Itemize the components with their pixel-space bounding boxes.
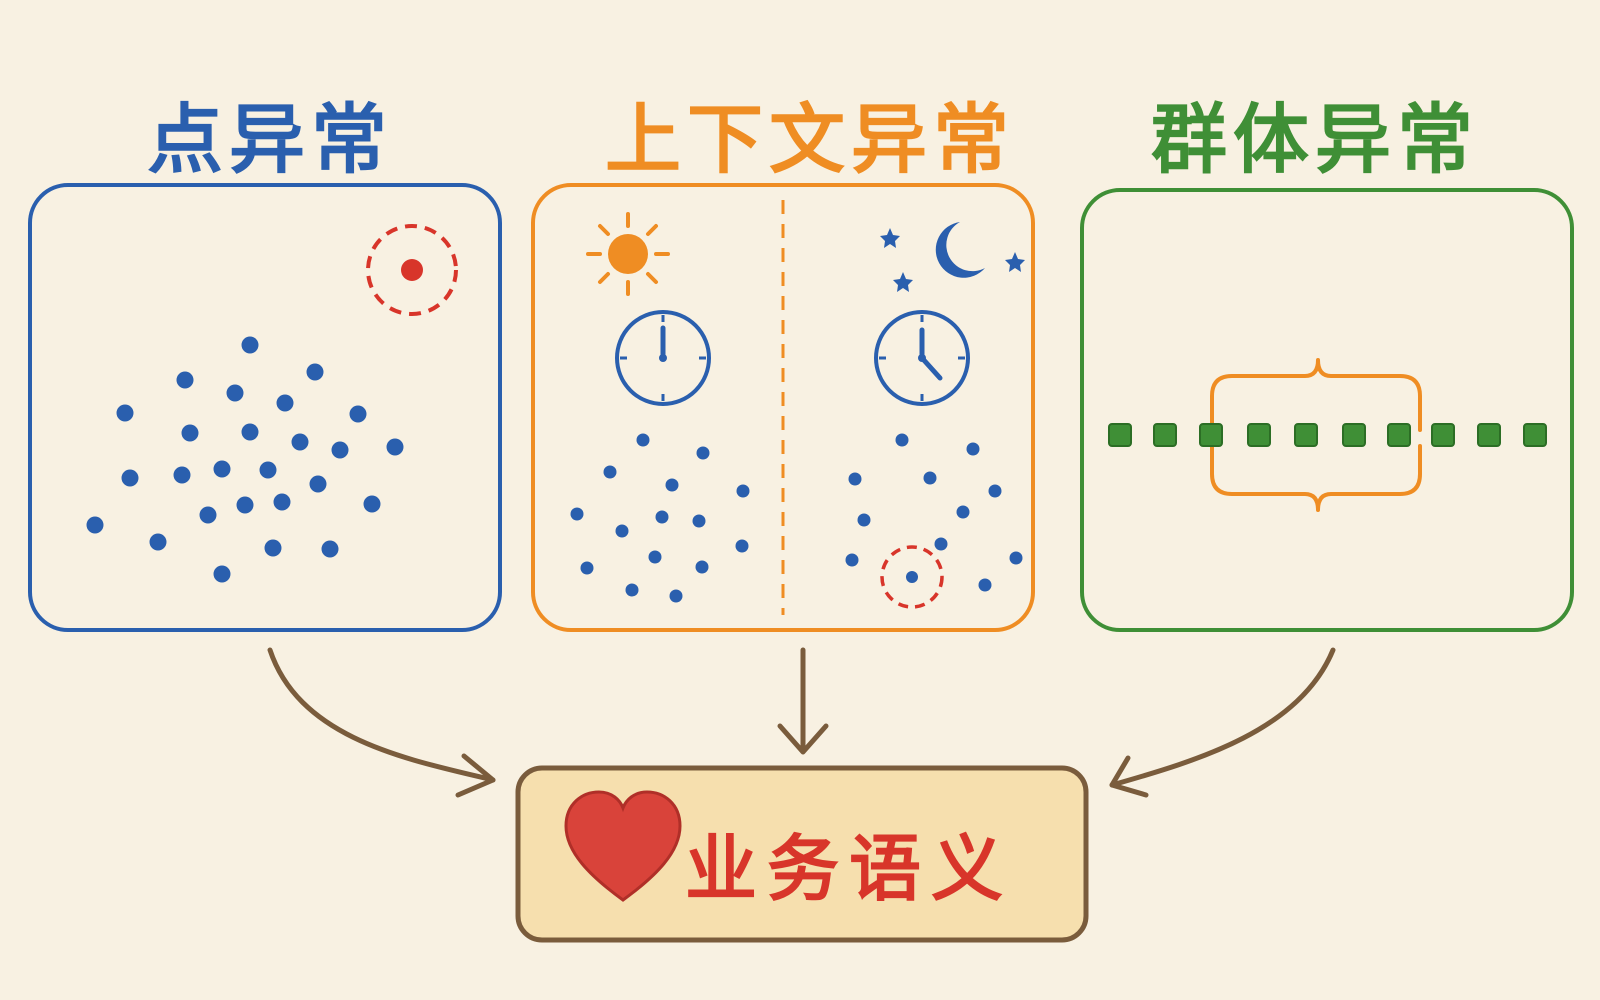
data-dot: [636, 433, 650, 447]
data-dot: [241, 423, 259, 441]
arrow-point-to-result: [267, 647, 496, 783]
point-panel-border: [28, 183, 502, 632]
day-dot-cluster: [570, 433, 750, 603]
heart-icon: [564, 790, 682, 902]
data-dot: [386, 438, 404, 456]
clock-5-icon: [874, 310, 970, 406]
data-dot: [116, 404, 134, 422]
data-dot: [213, 565, 231, 583]
sequence-square: [1477, 423, 1501, 447]
data-dot: [273, 493, 291, 511]
curly-brace-icon: [1210, 358, 1422, 432]
context-panel-border: [531, 183, 1035, 632]
data-dot: [895, 433, 909, 447]
data-dot: [173, 466, 191, 484]
outlier-dashed-circle: [366, 224, 458, 316]
data-dot: [1009, 551, 1023, 565]
data-dot: [615, 524, 629, 538]
data-dot: [988, 484, 1002, 498]
data-dot: [696, 446, 710, 460]
point-anomaly-title: 点异常: [147, 95, 393, 184]
data-dot: [845, 553, 859, 567]
context-outlier-dashed-circle: [880, 545, 944, 609]
data-dot: [736, 484, 750, 498]
data-dot: [321, 540, 339, 558]
arrow-group-to-result: [1109, 647, 1336, 788]
result-label: 业务语义: [685, 827, 1014, 911]
data-dot: [276, 394, 294, 412]
data-dot: [86, 516, 104, 534]
arrows: [267, 647, 1336, 798]
group-panel-border: [1080, 188, 1574, 632]
sequence-square: [1523, 423, 1547, 447]
arrow-head: [455, 753, 496, 798]
sequence-square: [1387, 423, 1411, 447]
data-dot: [331, 441, 349, 459]
data-dot: [259, 461, 277, 479]
data-dot: [199, 506, 217, 524]
data-dot: [226, 384, 244, 402]
data-dot: [121, 469, 139, 487]
result-box: [515, 765, 1089, 943]
data-dot: [956, 505, 970, 519]
point-outlier-marker: [366, 224, 458, 316]
sequence-square: [1431, 423, 1455, 447]
data-dot: [648, 550, 662, 564]
moon-icon: [935, 222, 985, 278]
data-dot: [236, 496, 254, 514]
data-dot: [978, 578, 992, 592]
data-dot: [669, 589, 683, 603]
data-dot: [241, 336, 259, 354]
context-anomaly-panel: [531, 183, 1035, 632]
sequence-square: [1294, 423, 1318, 447]
data-dot: [213, 460, 231, 478]
data-dot: [655, 510, 669, 524]
arrow-head: [1109, 755, 1149, 798]
data-dot: [580, 561, 594, 575]
sequence-squares: [1108, 423, 1547, 447]
context-anomaly-title: 上下文异常: [605, 95, 1015, 184]
curly-brace-icon: [1210, 444, 1422, 512]
sequence-square: [1153, 423, 1177, 447]
sequence-square: [1199, 423, 1223, 447]
data-dot: [176, 371, 194, 389]
data-dot: [692, 514, 706, 528]
data-dot: [857, 513, 871, 527]
context-outlier-point: [906, 571, 918, 583]
point-dot-cluster: [86, 336, 404, 583]
data-dot: [309, 475, 327, 493]
night-dot-cluster: [845, 433, 1023, 592]
star-icon: [880, 228, 1025, 292]
data-dot: [264, 539, 282, 557]
data-dot: [306, 363, 324, 381]
group-anomaly-title: 群体异常: [1151, 95, 1479, 184]
data-dot: [625, 583, 639, 597]
sequence-square: [1108, 423, 1132, 447]
sequence-square: [1342, 423, 1366, 447]
sequence-square: [1247, 423, 1271, 447]
data-dot: [934, 537, 948, 551]
outlier-point: [401, 259, 423, 281]
data-dot: [923, 471, 937, 485]
data-dot: [695, 560, 709, 574]
clock-12-icon: [615, 310, 711, 406]
data-dot: [603, 465, 617, 479]
group-anomaly-panel: [1080, 188, 1574, 632]
data-dot: [665, 478, 679, 492]
arrow-head: [777, 723, 829, 755]
context-outlier-marker: [880, 545, 944, 609]
data-dot: [966, 442, 980, 456]
data-dot: [349, 405, 367, 423]
data-dot: [181, 424, 199, 442]
data-dot: [291, 433, 309, 451]
point-anomaly-panel: [28, 183, 502, 632]
data-dot: [735, 539, 749, 553]
sun-icon: [586, 212, 670, 296]
data-dot: [570, 507, 584, 521]
data-dot: [363, 495, 381, 513]
data-dot: [848, 472, 862, 486]
data-dot: [149, 533, 167, 551]
